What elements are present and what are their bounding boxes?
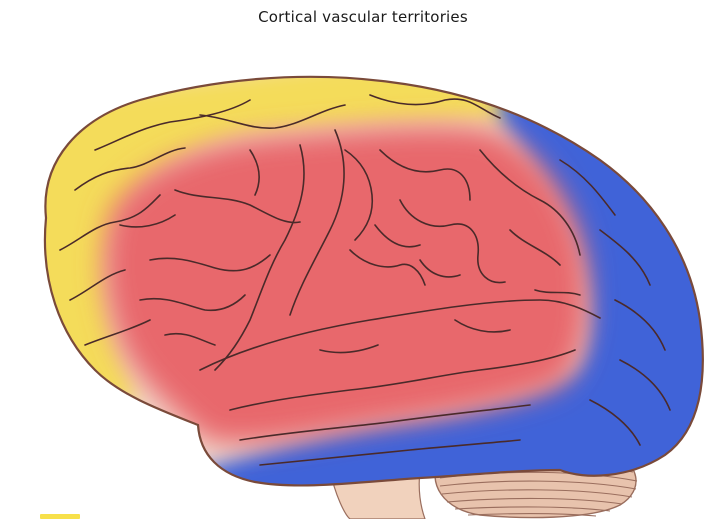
cortical-sulci — [59, 94, 671, 466]
legend-swatch — [40, 514, 80, 519]
diagram-title: Cortical vascular territories — [258, 8, 468, 26]
middle-cerebral-territory — [104, 126, 588, 445]
anterior-cerebral-territory — [44, 76, 520, 420]
posterior-cerebral-territory — [200, 90, 703, 486]
brain-outline — [43, 75, 704, 487]
